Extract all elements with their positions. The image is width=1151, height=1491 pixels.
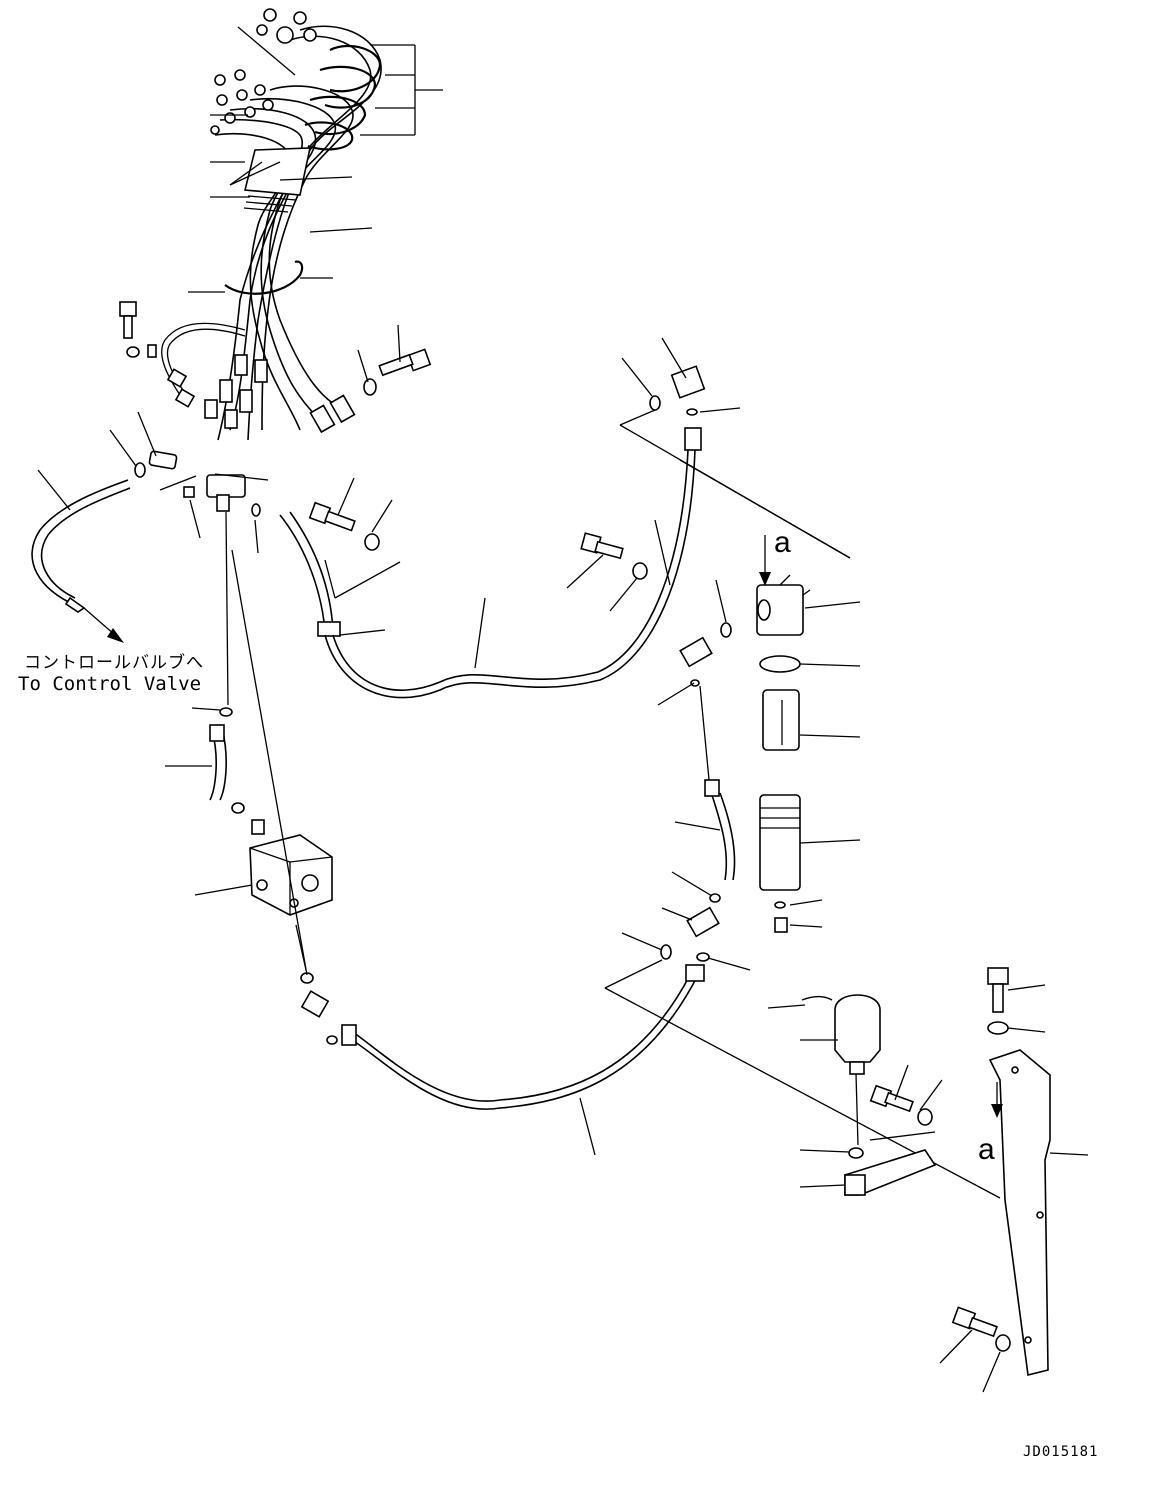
filter-assembly xyxy=(756,535,861,933)
right-hoses xyxy=(604,579,751,989)
left-fittings xyxy=(31,411,386,643)
leader-lines-top xyxy=(188,26,443,293)
callout-a-bracket: a xyxy=(978,1133,995,1166)
bolt-washer-mid xyxy=(308,477,401,599)
mounting-bracket xyxy=(939,967,1089,1393)
lower-hose xyxy=(300,964,1001,1199)
valve-block xyxy=(165,511,333,976)
accumulator xyxy=(767,994,943,1196)
hose-bundle xyxy=(161,8,382,441)
upper-hose xyxy=(324,337,851,699)
drawing-number: JD015181 xyxy=(1023,1444,1099,1460)
destination-label-jp: コントロールバルブへ xyxy=(24,653,204,673)
destination-label-en: To Control Valve xyxy=(18,673,202,695)
bolts-upper xyxy=(119,301,432,408)
callout-a-filter: a xyxy=(774,526,791,559)
